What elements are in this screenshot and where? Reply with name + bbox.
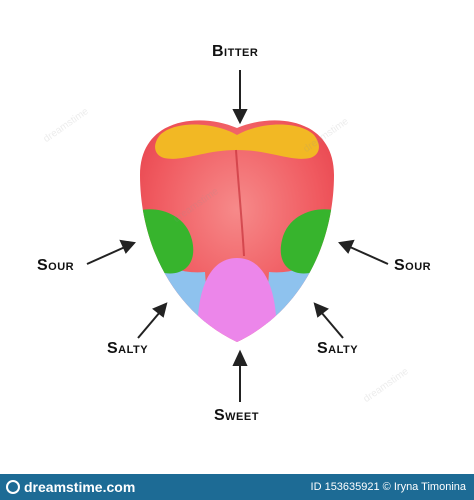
arrow-sour-right — [349, 246, 389, 265]
dreamstime-logo-icon — [6, 480, 20, 494]
label-sweet: Sweet — [214, 407, 259, 424]
label-salty-left: Salty — [107, 340, 149, 357]
arrows — [86, 70, 389, 402]
label-salty-right: Salty — [317, 340, 359, 357]
footer-brand-text: dreamstime.com — [24, 479, 136, 495]
tongue-midline — [235, 149, 245, 257]
label-sour-right: Sour — [394, 257, 432, 274]
footer-bar: dreamstime.com ID 153635921 © Iryna Timo… — [0, 474, 474, 500]
label-sour-left: Sour — [37, 257, 75, 274]
footer-brand[interactable]: dreamstime.com — [6, 479, 135, 495]
arrow-salty-right — [320, 311, 344, 339]
tongue-diagram — [86, 70, 389, 402]
label-bitter: Bitter — [212, 43, 259, 60]
bitter-zone — [155, 124, 319, 159]
footer-credit: ID 153635921 © Iryna Timonina — [310, 481, 466, 493]
arrow-sour-left — [86, 246, 126, 265]
arrow-salty-left — [137, 311, 161, 339]
sweet-zone — [197, 258, 277, 343]
